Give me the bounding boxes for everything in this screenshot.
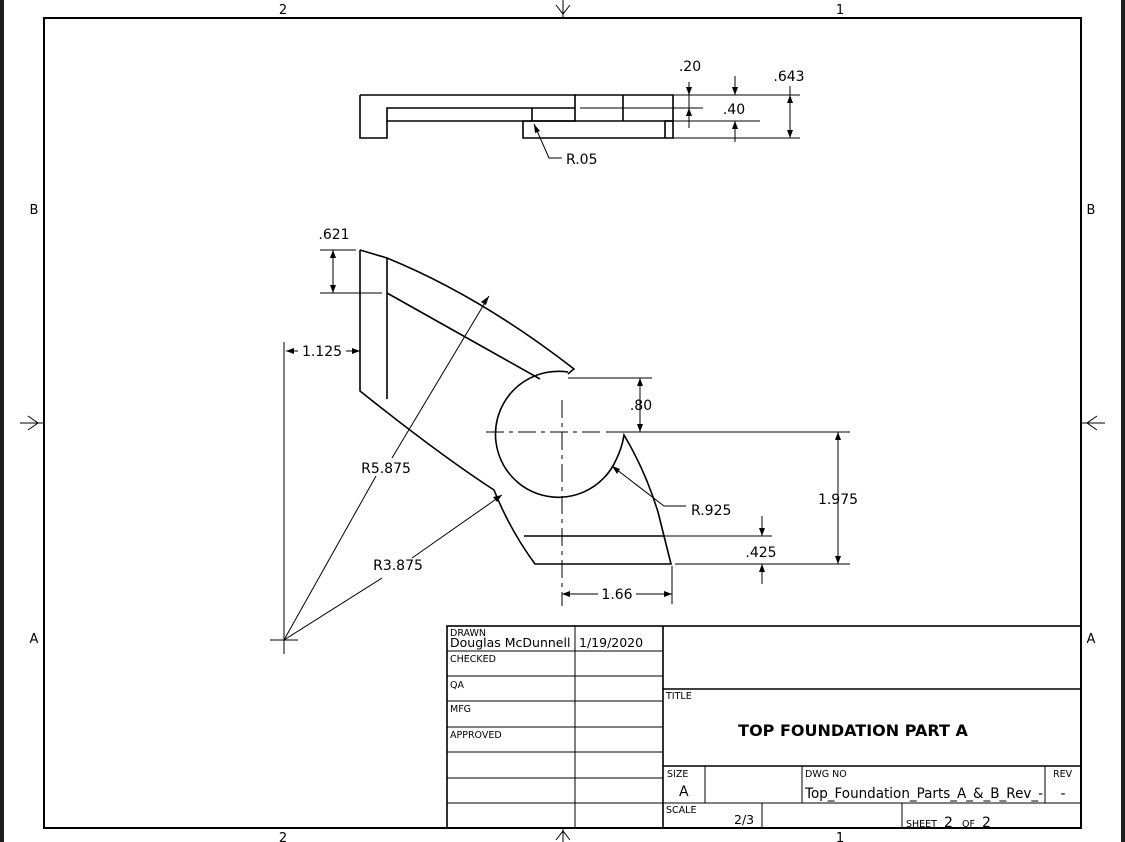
- tb-label-of: OF: [962, 819, 975, 830]
- title-block: [446, 625, 1082, 829]
- top-view: [270, 249, 850, 654]
- zone-right-a: A: [1087, 632, 1096, 647]
- dim-643: .643: [773, 69, 804, 85]
- zone-right-b: B: [1087, 203, 1096, 218]
- zone-bottom-1: 1: [836, 831, 844, 842]
- dim-621: .621: [318, 227, 349, 243]
- dim-166: 1.66: [601, 587, 632, 603]
- dim-425: .425: [745, 545, 776, 561]
- tb-label-scale: SCALE: [666, 805, 696, 816]
- tb-label-qa: QA: [450, 680, 464, 691]
- tb-label-dwg-no: DWG NO: [805, 769, 847, 780]
- center-mark-left: [20, 415, 44, 431]
- tb-label-approved: APPROVED: [450, 730, 502, 741]
- tb-sheet: 2: [944, 815, 953, 831]
- tb-rev: -: [1060, 786, 1065, 802]
- zone-bottom-2: 2: [279, 831, 287, 842]
- zone-top-1: 1: [836, 3, 844, 18]
- tb-dwg-no: Top_Foundation_Parts_A_&_B_Rev_-: [804, 786, 1043, 802]
- dim-1975: 1.975: [818, 492, 858, 508]
- tb-label-drawn: DRAWN: [450, 628, 486, 639]
- dim-080: .80: [630, 398, 652, 414]
- tb-label-sheet: SHEET: [906, 819, 937, 830]
- tb-scale: 2/3: [734, 812, 754, 827]
- dim-r925: R.925: [691, 503, 731, 519]
- tb-label-rev: REV: [1053, 769, 1073, 780]
- dim-r3875: R3.875: [373, 558, 423, 574]
- tb-label-size: SIZE: [667, 769, 688, 780]
- dim-r5875: R5.875: [361, 461, 411, 477]
- tb-title: TOP FOUNDATION PART A: [738, 721, 968, 740]
- zone-top-2: 2: [279, 3, 287, 18]
- paper: [4, 0, 1121, 842]
- side-view: [359, 76, 800, 159]
- dim-1125: 1.125: [302, 344, 342, 360]
- center-mark-right: [1081, 415, 1105, 431]
- center-mark-bottom: [555, 828, 571, 842]
- zone-left-a: A: [30, 632, 39, 647]
- dim-r005: R.05: [566, 152, 598, 168]
- zone-left-b: B: [30, 203, 39, 218]
- tb-size: A: [679, 784, 689, 800]
- dim-040: .40: [723, 102, 745, 118]
- tb-of-sheets: 2: [982, 815, 991, 831]
- tb-label-mfg: MFG: [450, 704, 471, 715]
- tb-label-title: TITLE: [665, 691, 692, 702]
- dim-020: .20: [679, 59, 701, 75]
- tb-label-checked: CHECKED: [450, 654, 496, 665]
- tb-drawn-by: Douglas McDunnell: [450, 635, 570, 650]
- center-mark-top: [555, 0, 571, 18]
- tb-drawn-date: 1/19/2020: [579, 635, 643, 650]
